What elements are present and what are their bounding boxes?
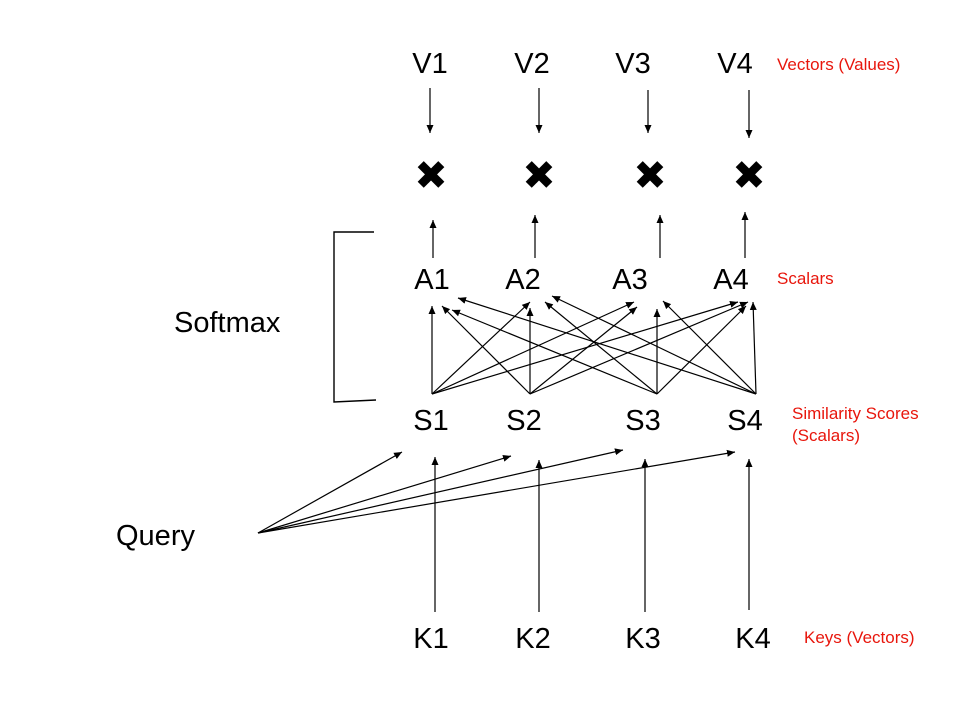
- arrow-query-s1: [257, 451, 403, 534]
- value-node-v3: V3: [615, 48, 650, 80]
- value-node-v1: V1: [412, 48, 447, 80]
- arrow-s4-a1: [457, 297, 757, 395]
- scores-row: S1 S2 S3 S4: [413, 405, 762, 437]
- arrow-s3-a4: [656, 305, 747, 395]
- key-node-k2: K2: [515, 623, 550, 655]
- attention-node-a2: A2: [505, 264, 540, 296]
- key-node-k1: K1: [413, 623, 448, 655]
- softmax-bracket: [333, 231, 377, 403]
- arrow-s2-a1: [441, 305, 531, 395]
- score-node-s2: S2: [506, 405, 541, 437]
- keys-annotation: Keys (Vectors): [804, 628, 915, 647]
- value-to-multiply-arrows: [426, 88, 753, 138]
- arrow-query-s4: [257, 449, 736, 534]
- softmax-label: Softmax: [174, 307, 281, 339]
- arrow-query-s2: [257, 454, 512, 534]
- query-label: Query: [116, 520, 195, 552]
- attention-node-a1: A1: [414, 264, 449, 296]
- keys-row: K1 K2 K3 K4: [413, 623, 770, 655]
- score-to-attention-arrows: [428, 295, 757, 395]
- scalars-annotation: Scalars: [777, 269, 834, 288]
- similarity-annotation-line1: Similarity Scores: [792, 404, 919, 423]
- key-node-k3: K3: [625, 623, 660, 655]
- arrow-s4-a4: [749, 301, 757, 395]
- attention-node-a4: A4: [713, 264, 748, 296]
- key-to-score-arrows: [431, 457, 753, 612]
- multiply-row: ✖ ✖ ✖ ✖: [414, 154, 766, 198]
- multiply-icon: ✖: [414, 154, 448, 198]
- arrow-query-s3: [257, 448, 624, 534]
- attention-to-multiply-arrows: [429, 212, 749, 258]
- score-node-s4: S4: [727, 405, 762, 437]
- arrow-s1-a2: [431, 301, 531, 395]
- arrow-s2-a3: [529, 306, 638, 395]
- arrow-s4-a2: [551, 295, 757, 395]
- value-node-v2: V2: [514, 48, 549, 80]
- score-node-s3: S3: [625, 405, 660, 437]
- similarity-annotation-line2: (Scalars): [792, 426, 860, 445]
- multiply-icon: ✖: [522, 154, 556, 198]
- attention-row: A1 A2 A3 A4: [414, 264, 748, 296]
- arrow-s1-a4: [431, 300, 739, 395]
- value-node-v4: V4: [717, 48, 752, 80]
- arrow-s2-a4: [529, 301, 749, 395]
- arrow-s1-a3: [431, 301, 635, 395]
- arrow-s3-a1: [451, 309, 658, 395]
- query-to-score-arrows: [257, 448, 736, 534]
- score-node-s1: S1: [413, 405, 448, 437]
- multiply-icon: ✖: [732, 154, 766, 198]
- attention-node-a3: A3: [612, 264, 647, 296]
- key-node-k4: K4: [735, 623, 770, 655]
- values-annotation: Vectors (Values): [777, 55, 900, 74]
- values-row: V1 V2 V3 V4: [412, 48, 752, 80]
- arrow-s4-a3: [662, 300, 757, 395]
- multiply-icon: ✖: [633, 154, 667, 198]
- arrow-s3-a2: [544, 301, 658, 395]
